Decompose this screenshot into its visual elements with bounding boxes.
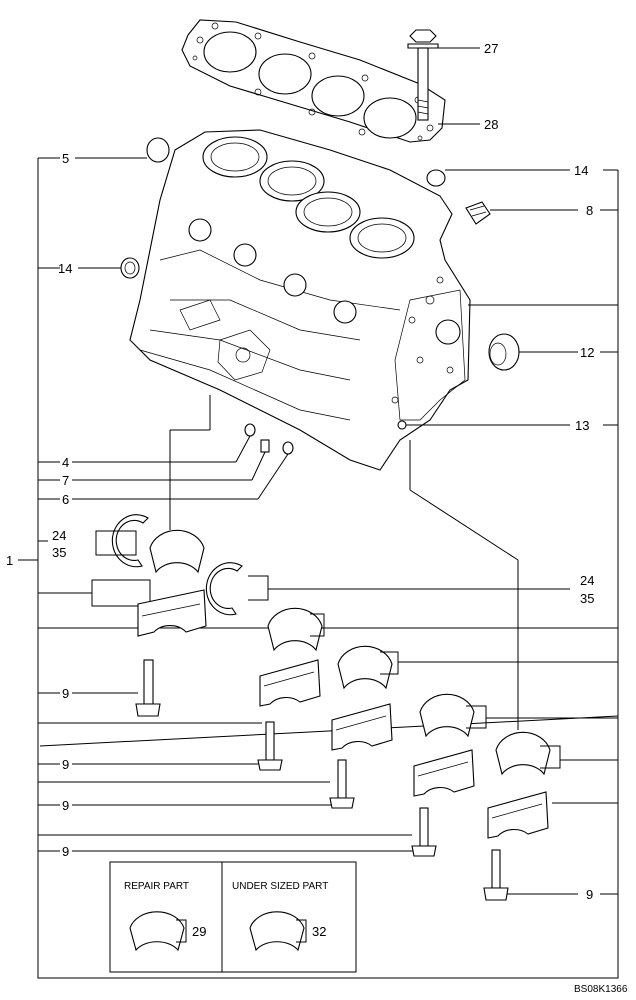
callout-28: 28 [484,117,498,132]
cylinder-block [129,129,471,471]
thrust-washer-right [205,562,269,616]
callout-9-b: 9 [62,757,69,772]
plug-8 [465,201,491,225]
callout-9-c: 9 [62,798,69,813]
callout-1: 1 [6,553,13,568]
thrust-washer-left [95,514,149,568]
leader-lines [18,47,619,979]
callout-9-a: 9 [62,686,69,701]
callout-9-e: 9 [586,887,593,902]
main-bearing-bolt-2 [257,721,283,771]
callout-9-d: 9 [62,844,69,859]
callout-12: 12 [580,345,594,360]
plug-6 [282,441,294,455]
main-bearing-bolt-1 [135,659,161,717]
callout-24-right: 24 [580,573,594,588]
head-bolt [407,29,439,121]
bearing-cap-4 [413,749,475,797]
callout-14-right: 14 [574,163,588,178]
main-bearing-bolt-4 [411,807,437,857]
bearing-cap-3 [331,703,393,751]
callout-6: 6 [62,492,69,507]
repair-bearing-shell [129,911,187,952]
repair-part-title: REPAIR PART [124,881,189,892]
undersized-part-title: UNDER SIZED PART [232,881,328,892]
inset-box [109,861,357,973]
callout-35-right: 35 [580,591,594,606]
plug-ring-14-left [120,257,140,279]
drawing-code: BS08K1366 [574,984,628,995]
bearing-cap-1 [137,589,207,637]
plug-14-right [426,169,446,187]
main-bearing-shell-2 [267,607,325,652]
callout-14-left: 14 [58,261,72,276]
bearing-cap-5 [487,791,549,839]
bushing-12 [488,333,520,371]
plug-ring-5 [146,137,170,163]
callout-24-left: 24 [52,528,66,543]
main-bearing-shell-5 [495,731,561,776]
callout-labels: 1 5 14 4 7 6 24 35 27 28 14 8 12 13 24 3… [6,41,628,995]
plug-4 [244,423,256,437]
callout-35-left: 35 [52,545,66,560]
callout-13: 13 [575,418,589,433]
main-bearing-bolt-5 [483,849,509,901]
callout-8: 8 [586,203,593,218]
main-bearing-shell-3 [337,645,399,690]
main-bearing-bolt-3 [329,759,355,809]
bearing-cap-2 [259,659,321,707]
callout-4: 4 [62,455,69,470]
callout-29: 29 [192,924,206,939]
callout-32: 32 [312,924,326,939]
dowel-13 [397,420,407,430]
head-gasket [181,19,446,143]
callout-27: 27 [484,41,498,56]
callout-5: 5 [62,151,69,166]
undersized-bearing-shell [249,911,307,952]
plug-7 [260,439,270,453]
main-bearing-shell-4 [419,693,487,738]
main-bearing-shell-1 [91,529,205,607]
callout-7: 7 [62,473,69,488]
